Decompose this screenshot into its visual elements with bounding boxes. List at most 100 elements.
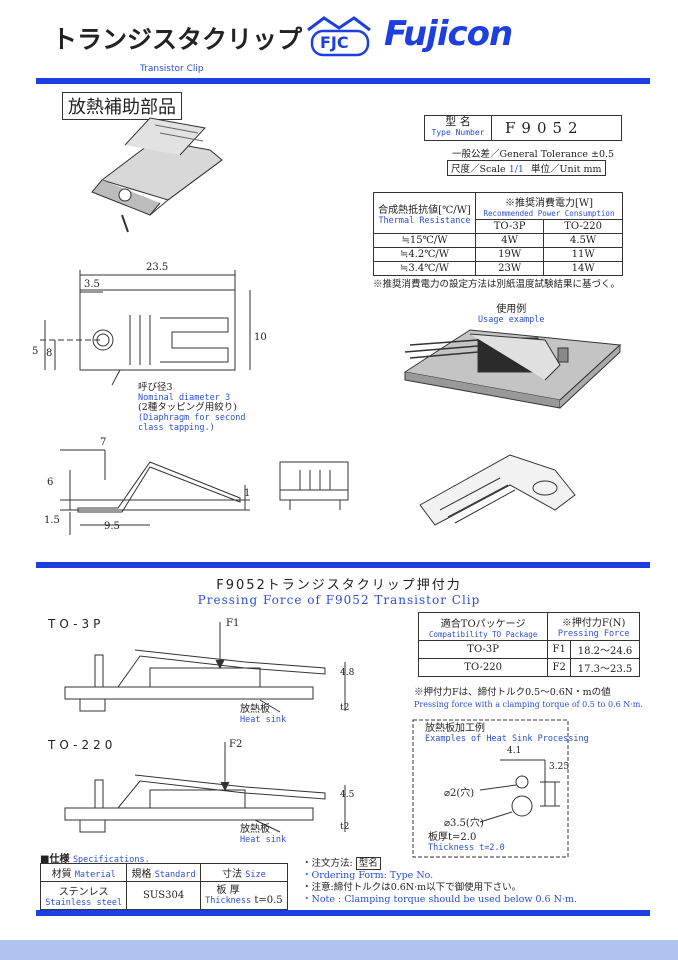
cell: 14W xyxy=(543,261,623,276)
spec-col-en: Size xyxy=(245,870,266,880)
type-value: F9052 xyxy=(505,119,584,137)
usage-label: 使用例 Usage example xyxy=(478,300,545,325)
thermal-h1-jp: 合成熱抵抗値[℃/W] xyxy=(378,204,471,216)
cell: F2 xyxy=(547,658,572,677)
to3p-label: TO-3P xyxy=(48,617,105,631)
dim-label: 4.5 xyxy=(340,790,355,800)
force-h1-en: Compatibility TO Package xyxy=(428,629,538,639)
force-note: ※押付力Fは、締付トルク0.5～0.6N・mの値 Pressing force … xyxy=(414,687,643,711)
dim-label: 5 xyxy=(32,346,39,357)
dim-label: t2 xyxy=(340,703,350,713)
cell: 23W xyxy=(474,261,545,276)
type-label-jp: 型 名 xyxy=(445,115,471,128)
table-row: ≒15℃/W 4W 4.5W xyxy=(373,233,623,248)
hole-label: ⌀3.5(穴) xyxy=(444,818,484,829)
top-view-drawing xyxy=(40,270,251,386)
dim-label: 1.5 xyxy=(44,515,60,526)
thermal-col-2: TO-220 xyxy=(543,219,623,234)
force-h2-en: Pressing Force xyxy=(557,629,630,639)
dim-label: 4.8 xyxy=(340,668,355,678)
heat-sink-jp: 放熱板 xyxy=(240,704,270,715)
unit-value: mm xyxy=(583,164,602,175)
usage-label-en: Usage example xyxy=(478,315,545,325)
side-view-drawing xyxy=(60,449,250,535)
nominal-note: 呼び径3 Nominal diameter 3 (2種タッピング用絞り) (Di… xyxy=(138,382,258,434)
thermal-h2-en: Recommended Power Consumption xyxy=(483,209,615,218)
size-value: t=0.5 xyxy=(254,894,283,906)
order-tag: 型名 xyxy=(355,857,381,870)
diaphragm-note-en: (Diaphragm for second class tapping.) xyxy=(138,413,246,433)
force-label: F2 xyxy=(229,739,243,750)
dim-label: 9.5 xyxy=(104,521,120,532)
scale-label: 尺度／Scale xyxy=(451,164,506,175)
scale-box: 尺度／Scale 1/1 単位／Unit mm xyxy=(447,160,606,176)
material-en: Stainless steel xyxy=(45,898,123,908)
nominal-note-jp: 呼び径3 xyxy=(138,382,173,393)
order-line2: ・Ordering Form: Type No. xyxy=(302,870,434,881)
usage-label-jp: 使用例 xyxy=(496,304,527,315)
dim-label: t2 xyxy=(340,822,350,832)
heatsink-title-en: Examples of Heat Sink Processing xyxy=(425,734,589,744)
force-h1-jp: 適合TOパッケージ xyxy=(440,618,526,630)
cell: 17.3～23.5 xyxy=(570,658,640,677)
thermal-table: 合成熱抵抗値[℃/W] Thermal Resistance ※推奨消費電力[W… xyxy=(373,192,623,276)
end-view-drawing xyxy=(279,461,349,510)
type-number-box: 型 名 Type Number F9052 xyxy=(424,115,622,141)
footer-rule xyxy=(36,910,650,916)
thermal-h1-en: Thermal Resistance xyxy=(378,215,471,226)
cell: 4W xyxy=(474,233,545,248)
force-note-en: Pressing force with a clamping torque of… xyxy=(414,700,643,709)
fjc-badge-icon xyxy=(307,16,371,57)
clip-3d-drawing xyxy=(91,117,223,233)
spec-col-jp: 寸法 xyxy=(222,869,243,880)
section2-title: F9052トランジスタクリップ押付力 Pressing Force of F90… xyxy=(0,574,678,607)
usage-drawing xyxy=(403,329,622,409)
force-h2-jp: ※押付力F(N) xyxy=(561,618,626,629)
cell: ≒4.2℃/W xyxy=(373,247,476,262)
dim-label: 10 xyxy=(254,332,267,343)
brand-logo: Fujicon xyxy=(384,14,513,54)
cell: TO-3P xyxy=(417,640,549,659)
cell: TO-220 xyxy=(417,658,549,677)
dim-label: 3.25 xyxy=(549,762,570,772)
dim-label: 23.5 xyxy=(146,262,169,273)
cell: ≒15℃/W xyxy=(373,233,476,248)
scale-value: 1/1 xyxy=(508,164,524,175)
heat-sink-jp: 放熱板 xyxy=(240,824,270,835)
cell: ≒3.4℃/W xyxy=(373,261,476,276)
to220-label: TO-220 xyxy=(48,738,117,752)
spec-col-en: Standard xyxy=(154,870,196,880)
page-title: トランジスタクリップ xyxy=(52,25,303,54)
diaphragm-note-jp: (2種タッピング用絞り) xyxy=(138,402,237,413)
tolerance: 一般公差／General Tolerance ±0.5 xyxy=(452,149,615,160)
page-subtitle: Transistor Clip xyxy=(140,64,204,74)
section2-title-en: Pressing Force of F9052 Transistor Clip xyxy=(197,593,481,607)
spec-col-jp: 材質 xyxy=(51,869,72,880)
iso-clip-drawing xyxy=(419,454,576,526)
to3p-drawing xyxy=(64,622,346,713)
type-label-en: Type Number xyxy=(431,128,485,137)
dim-label: 4.1 xyxy=(507,746,522,756)
footer-band xyxy=(0,940,678,960)
spec-heading-en: Specifications. xyxy=(72,855,150,865)
table-row: TO-3P F1 18.2～24.6 xyxy=(417,640,640,659)
spec-col-jp: 規格 xyxy=(131,869,152,880)
order-line3: ・注意:締付トルクは0.6N·m以下で御使用下さい。 xyxy=(302,882,522,893)
spec-heading-jp: ■仕様 xyxy=(40,854,70,865)
unit-label: 単位／Unit xyxy=(531,164,581,175)
hole-label: ⌀2(穴) xyxy=(444,788,475,799)
dim-label: 6 xyxy=(47,477,54,488)
table-row: ≒4.2℃/W 19W 11W xyxy=(373,247,623,262)
cell: 11W xyxy=(543,247,623,262)
cell: 4.5W xyxy=(543,233,623,248)
order-line4: ・Note : Clamping torque should be used b… xyxy=(302,894,577,905)
spec-col-en: Material xyxy=(74,870,116,880)
dim-label: 8 xyxy=(46,348,53,359)
order-line1: ・注文方法: xyxy=(302,858,353,869)
heat-sink-en: Heat sink xyxy=(240,835,287,845)
cell: F1 xyxy=(547,640,572,659)
force-note-jp: ※押付力Fは、締付トルク0.5～0.6N・mの値 xyxy=(414,687,611,698)
section2-title-jp: F9052トランジスタクリップ押付力 xyxy=(216,578,462,593)
material-jp: ステンレス xyxy=(58,887,109,898)
